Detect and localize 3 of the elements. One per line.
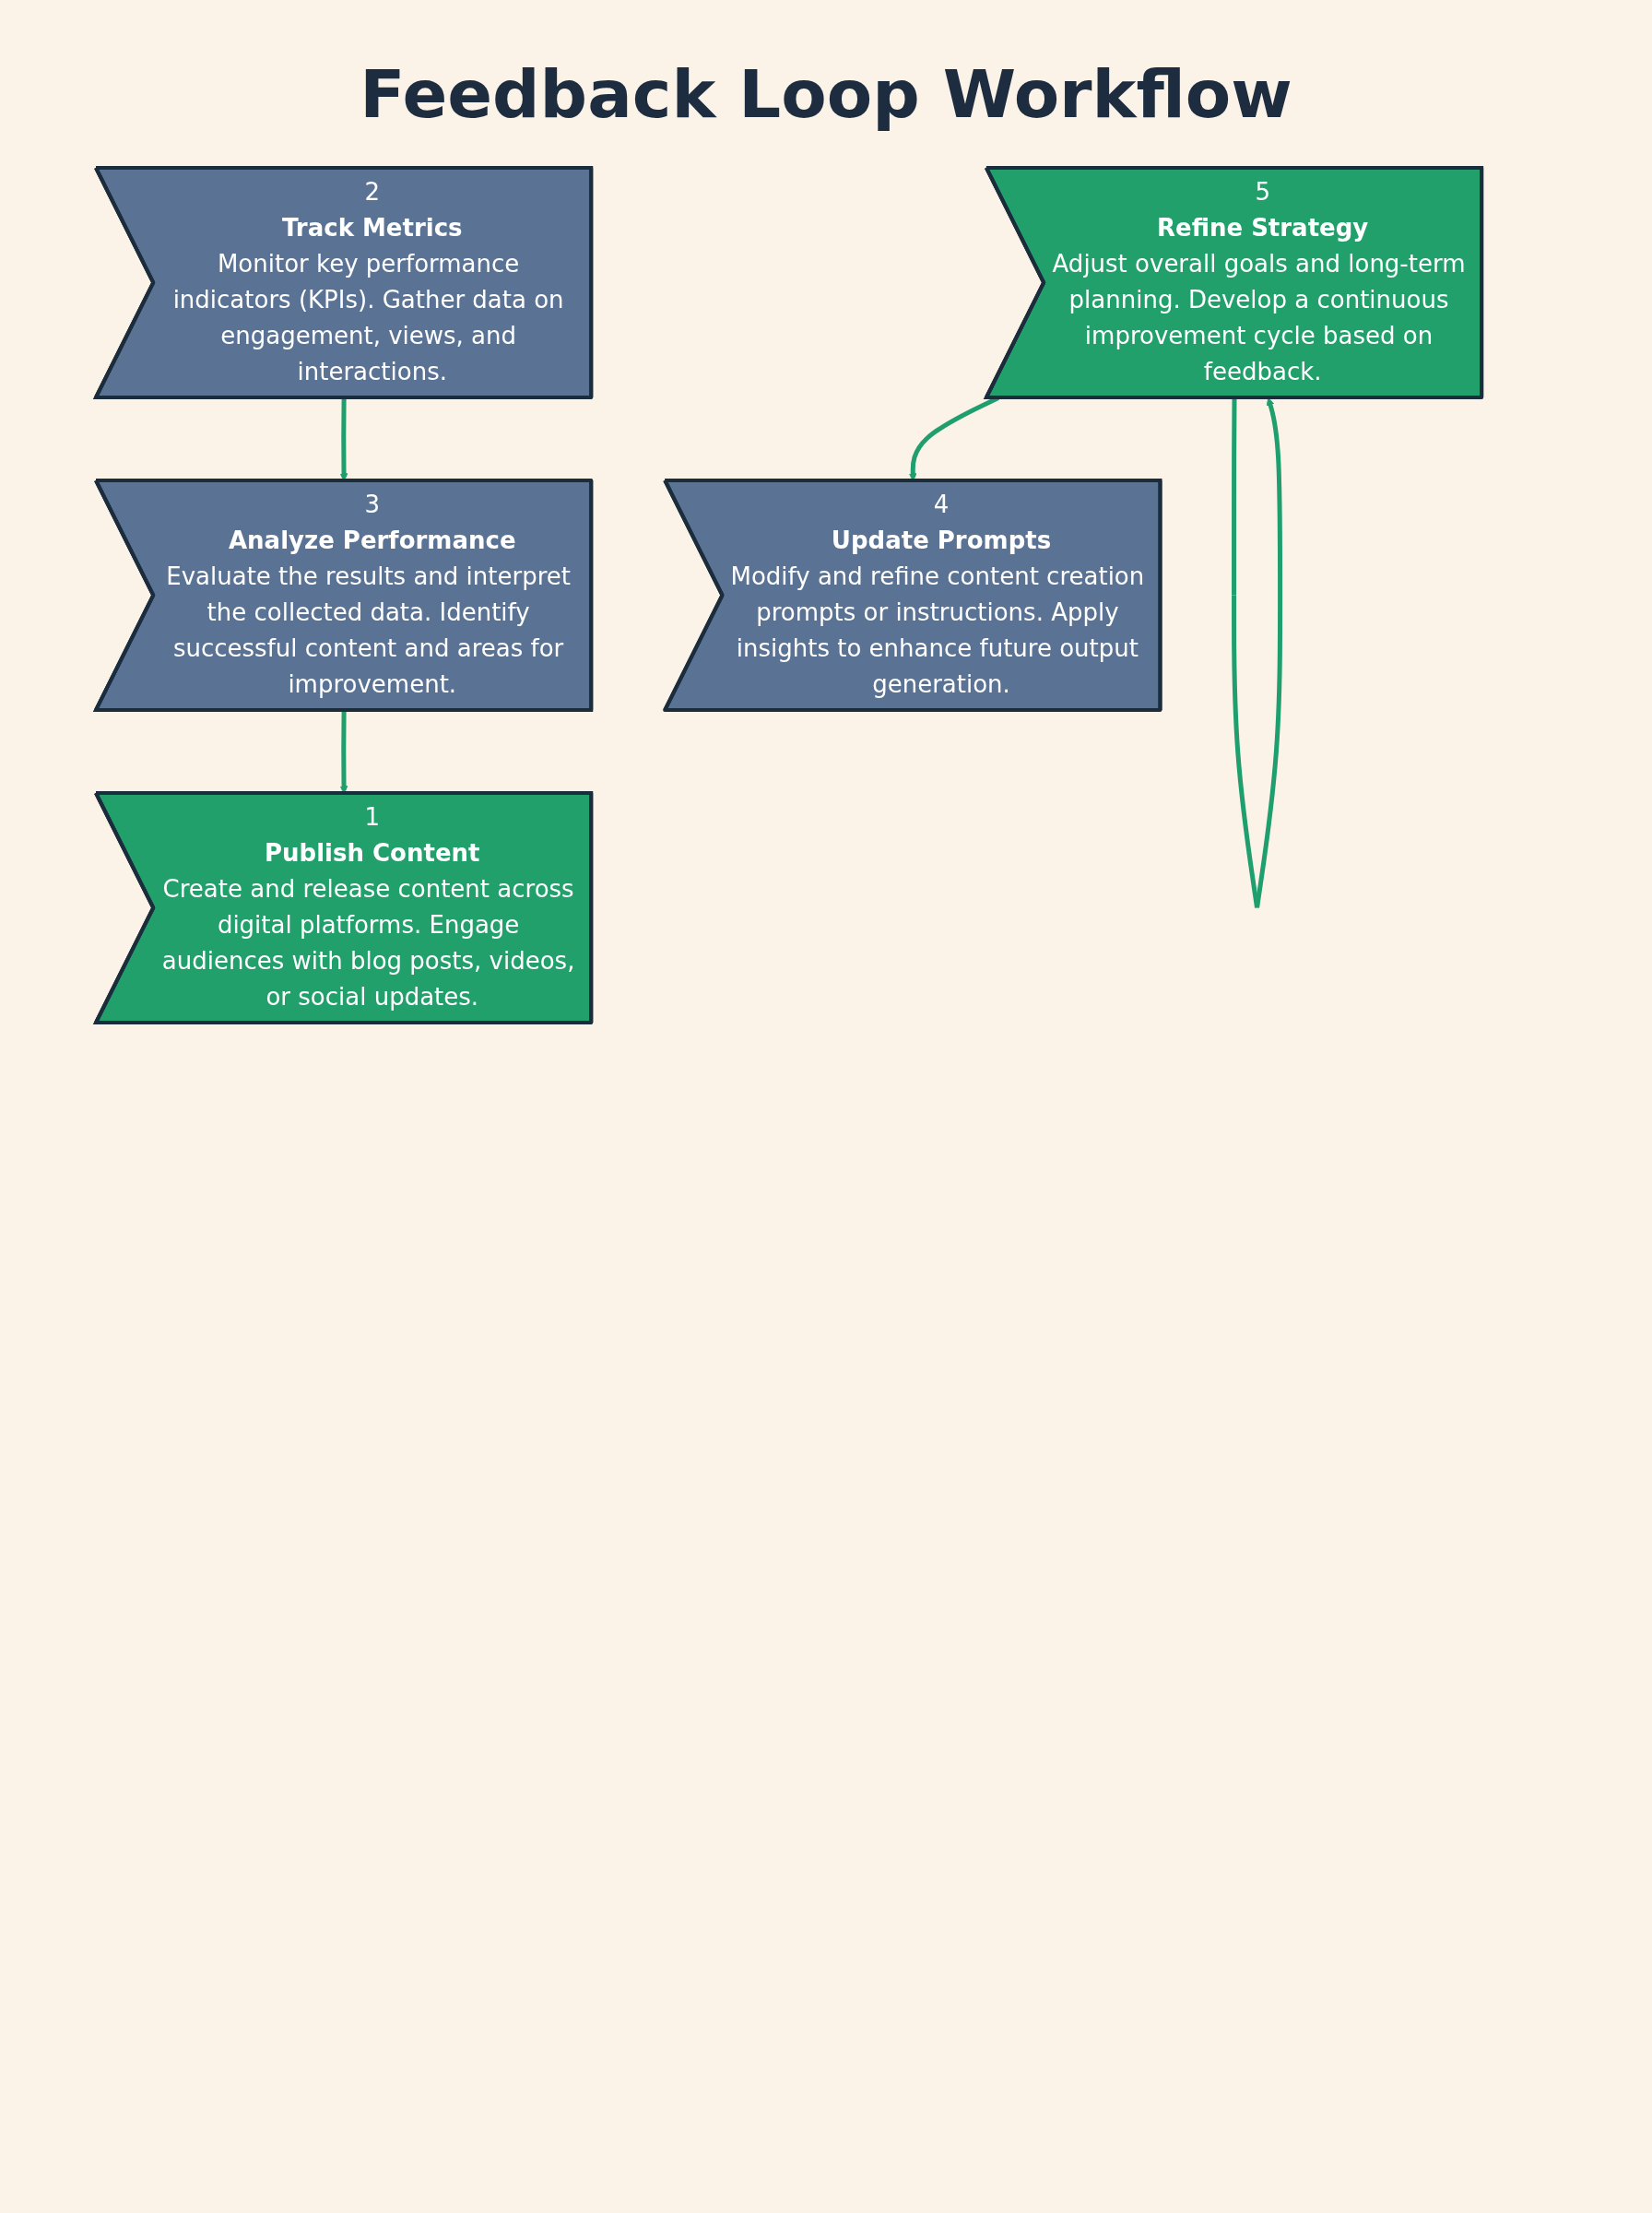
title: Feedback Loop Workflow [359,55,1293,133]
arrow [1232,397,1283,908]
arrow [339,397,348,481]
